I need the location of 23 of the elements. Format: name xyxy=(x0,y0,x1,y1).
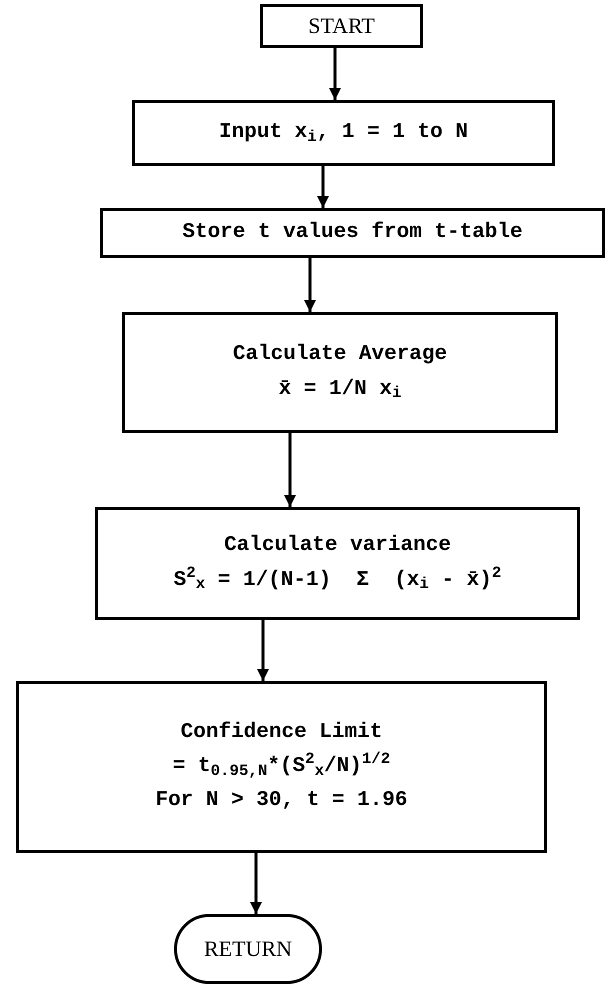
process-box xyxy=(16,681,547,853)
process-box xyxy=(122,312,558,433)
arrow xyxy=(329,48,341,100)
process-box xyxy=(132,100,555,166)
arrow xyxy=(304,258,316,312)
node-label: Input x$_{i}$, 1 = 1 to N xyxy=(219,120,468,146)
formula-text: = t$_{0.95,N}$*(S$^{2}$$_{x}$/N)$^{1/2}$ xyxy=(172,754,390,780)
formula-text: S$^{2}$$_{x}$ = 1/(N-1) Σ (x$_{i}$ - x̄)$^{2}$ xyxy=(174,568,502,594)
arrow xyxy=(250,853,262,914)
node-label: START xyxy=(308,12,375,40)
node-label: Calculate Average xyxy=(232,342,448,368)
formula-text: For N > 30, t = 1.96 xyxy=(155,788,408,814)
process-box xyxy=(100,208,605,258)
node-label: Store t values from t-table xyxy=(182,220,523,246)
start-box xyxy=(260,4,423,48)
node-label: Calculate variance xyxy=(224,533,451,560)
node-label: Confidence Limit xyxy=(180,720,382,746)
process-box xyxy=(95,507,580,620)
arrow xyxy=(257,620,269,681)
arrow xyxy=(317,166,329,208)
formula-text: x̄ = 1/N x$_{i}$ xyxy=(278,376,402,403)
node-label: RETURN xyxy=(204,935,292,963)
arrow xyxy=(284,433,296,507)
